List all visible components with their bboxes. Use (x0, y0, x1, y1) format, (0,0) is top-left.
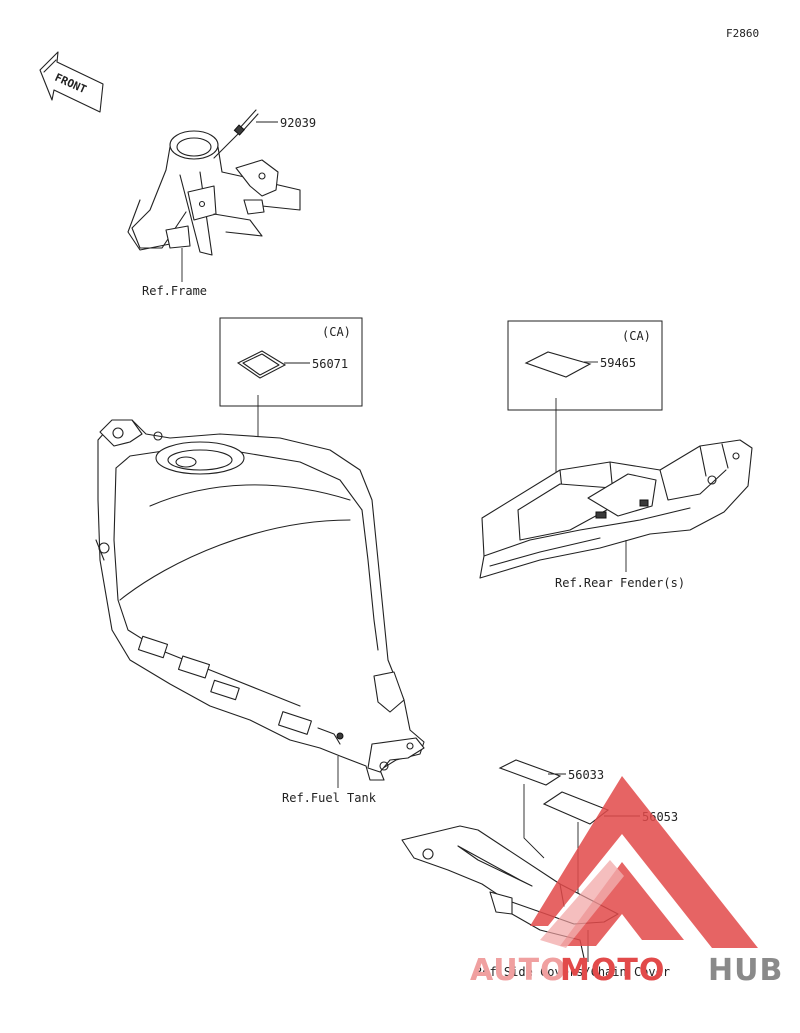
part-number-92039: 92039 (280, 116, 316, 130)
ref-frame-label: Ref.Frame (142, 284, 207, 298)
fuel-tank-illustration (95, 419, 425, 781)
part-number-59465: 59465 (600, 356, 636, 370)
ca-label-59465: (CA) (622, 329, 651, 343)
ref-rear-fender-label: Ref.Rear Fender(s) (555, 576, 685, 590)
decal-59465 (524, 351, 592, 378)
ca-label-56071: (CA) (322, 325, 351, 339)
ref-side-covers-label: Ref.Side Covers/Chain Cover (475, 965, 670, 979)
ref-fuel-tank-label: Ref.Fuel Tank (282, 791, 377, 805)
decal-56033 (498, 759, 562, 786)
watermark-auto: AUTO (470, 953, 567, 988)
part-number-56071: 56071 (312, 357, 348, 371)
diagram-code: F2860 (726, 27, 759, 40)
part-number-56033: 56033 (568, 768, 604, 782)
ca-box-59465 (507, 320, 663, 411)
watermark-logo (530, 776, 758, 948)
watermark-moto: MOTO (560, 953, 665, 988)
front-arrow-icon: FRONT (39, 51, 104, 113)
watermark-hub: HUB (708, 953, 783, 988)
decal-56071 (236, 350, 287, 379)
ca-box-56071 (219, 317, 363, 407)
frame-illustration (127, 109, 301, 256)
watermark-text: AUTO MOTO HUB (470, 953, 783, 988)
rear-fender-illustration (479, 439, 753, 579)
